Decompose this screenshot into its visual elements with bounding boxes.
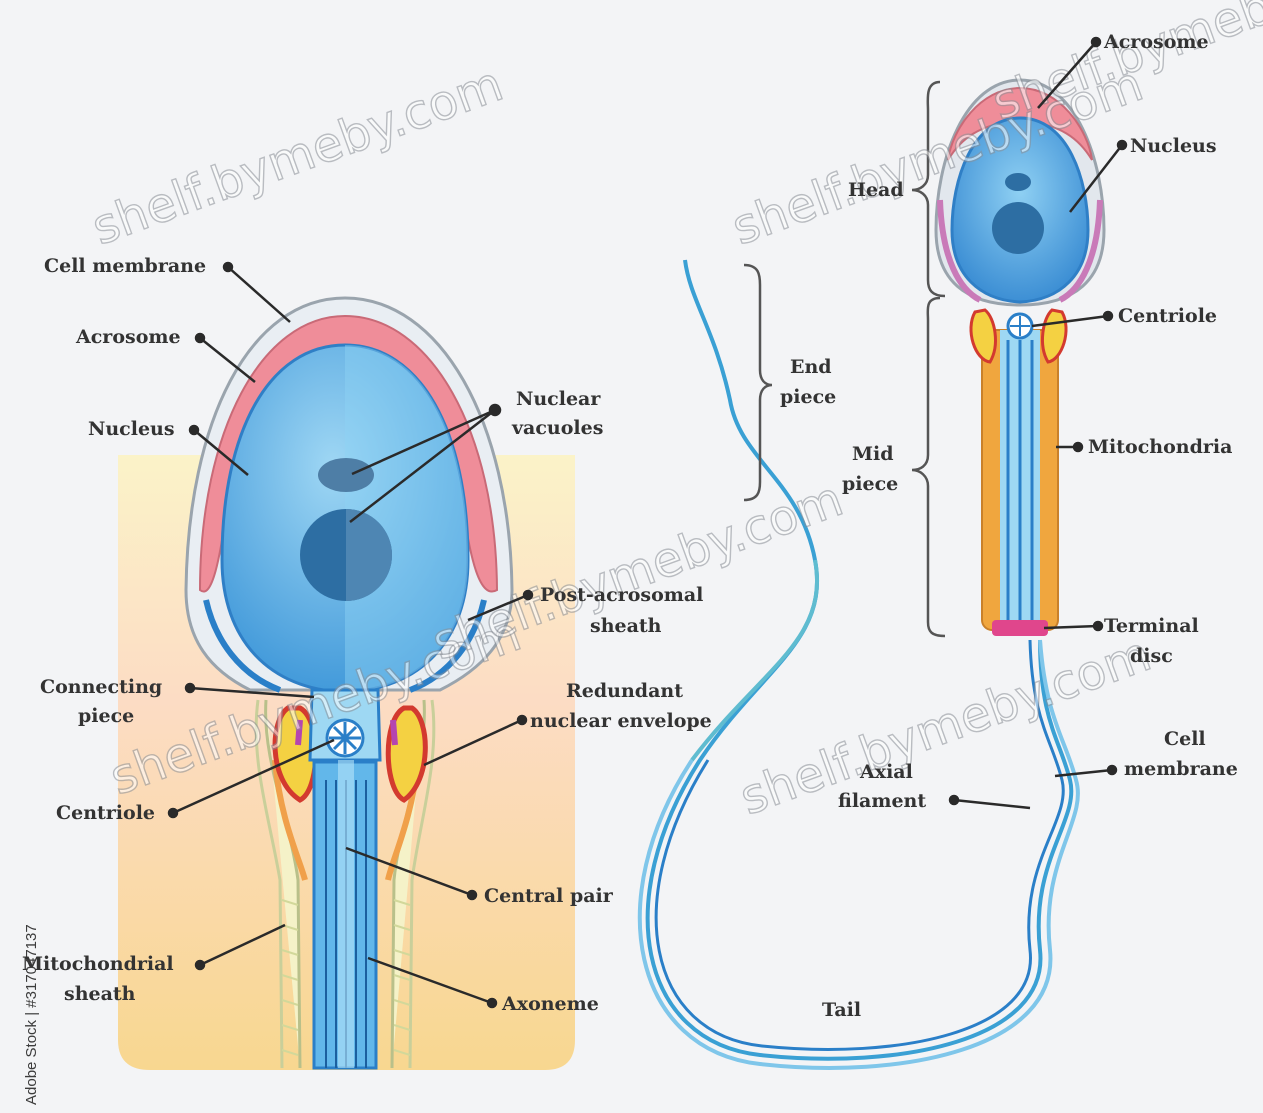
label-redundant-line2: nuclear envelope (530, 710, 712, 732)
label-connecting-piece-line2: piece (78, 705, 134, 727)
label-redundant-line1: Redundant (566, 680, 683, 702)
label-central-pair: Central pair (484, 885, 614, 907)
label-right-nucleus: Nucleus (1130, 135, 1217, 157)
label-end-piece-line2: piece (780, 386, 836, 408)
label-mito-sheath-line2: sheath (64, 983, 136, 1005)
label-terminal-disc-line2: disc (1130, 645, 1173, 667)
label-post-acrosomal-line2: sheath (590, 615, 662, 637)
label-axial-filament-line1: Axial (859, 761, 913, 783)
label-tail: Tail (822, 999, 861, 1021)
label-mid-piece-line1: Mid (852, 443, 894, 465)
label-end-piece-line1: End (790, 356, 832, 378)
label-mitochondria: Mitochondria (1088, 436, 1232, 458)
label-nucleus: Nucleus (88, 418, 175, 440)
label-axoneme: Axoneme (501, 993, 599, 1015)
label-right-acrosome: Acrosome (1103, 31, 1209, 53)
label-axial-filament-line2: filament (838, 790, 926, 812)
label-right-centriole: Centriole (1118, 305, 1217, 327)
watermark: shelf.bymeby.com (85, 56, 510, 256)
label-cell-membrane-line1: Cell (1164, 728, 1206, 750)
stock-credit: Adobe Stock | #317047137 (23, 924, 40, 1105)
label-nuclear-vacuoles-line1: Nuclear (516, 388, 601, 410)
label-cell-membrane-line2: membrane (1124, 758, 1238, 780)
label-connecting-piece-line1: Connecting (40, 676, 162, 698)
label-mito-sheath-line1: Mitochondrial (22, 953, 174, 975)
label-post-acrosomal-line1: Post-acrosomal (540, 584, 703, 606)
label-mid-piece-line2: piece (842, 473, 898, 495)
label-acrosome: Acrosome (75, 326, 181, 348)
label-cell-membrane: Cell membrane (44, 255, 206, 277)
label-terminal-disc-line1: Terminal (1104, 615, 1199, 637)
label-nuclear-vacuoles-line2: vacuoles (511, 417, 603, 439)
watermark: shelf.bymeby.com (733, 626, 1158, 826)
label-head: Head (848, 179, 904, 201)
label-centriole: Centriole (56, 802, 155, 824)
